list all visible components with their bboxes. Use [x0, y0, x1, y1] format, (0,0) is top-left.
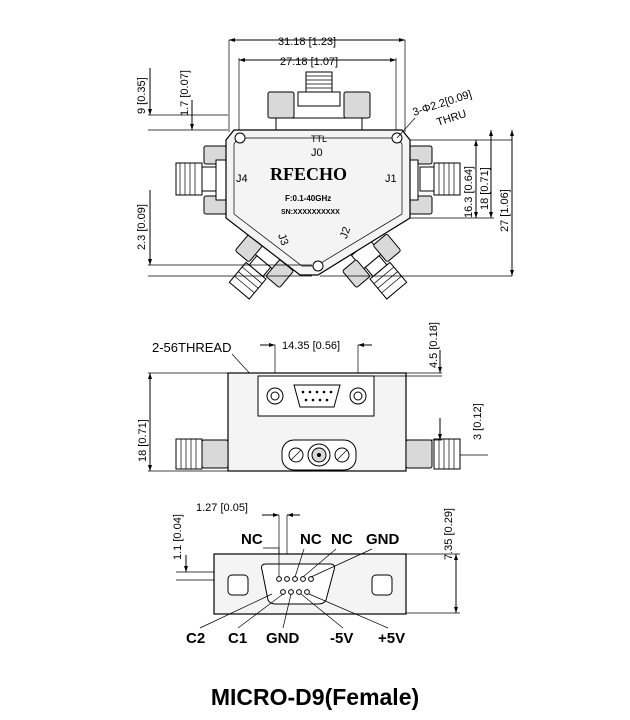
- dim-top-1-7: 1.7 [0.07]: [179, 70, 191, 116]
- dim-right-16-3: 16.3 [0.64]: [463, 166, 475, 218]
- side-view: 2-56THREAD 14.35 [0.56]: [137, 322, 488, 472]
- connector-j3: [228, 234, 294, 300]
- port-j1-label: J1: [385, 173, 397, 185]
- dim-left-2-3: 2.3 [0.09]: [136, 204, 148, 250]
- dim-thread-spacing: 14.35 [0.56]: [282, 340, 340, 352]
- dim-inner-width: 27.18 [1.07]: [280, 56, 338, 68]
- pin-nc-2-label: NC: [300, 531, 322, 548]
- pin-nc-3-label: NC: [331, 531, 353, 548]
- dim-top-9: 9 [0.35]: [136, 77, 148, 114]
- dim-overall-width: 31.18 [1.23]: [278, 36, 336, 48]
- port-j4-label: J4: [236, 173, 248, 185]
- port-j2-label: J2: [338, 225, 353, 240]
- pin-plus5v-label: +5V: [378, 630, 405, 647]
- port-j0-label: J0: [311, 147, 323, 159]
- dim-7-35: 7.35 [0.29]: [443, 508, 455, 560]
- pin-gnd-top-label: GND: [366, 531, 400, 548]
- brand-logo: RFECHO: [270, 164, 347, 184]
- dim-right-27: 27 [1.06]: [499, 189, 511, 232]
- label-ttl: TTL: [311, 134, 327, 144]
- dim-4-5: 4.5 [0.18]: [428, 322, 440, 368]
- switch-housing: [225, 129, 411, 276]
- port-j3-label: J3: [275, 232, 290, 247]
- dim-right-18: 18 [0.71]: [479, 167, 491, 210]
- mounting-hole-bottom: [312, 260, 324, 272]
- thread-label: 2-56THREAD: [152, 340, 231, 355]
- pin-minus5v-label: -5V: [330, 630, 353, 647]
- connector-j2: [342, 234, 408, 300]
- dim-1-1: 1.1 [0.04]: [172, 514, 184, 560]
- micro-d-socket: [293, 384, 341, 408]
- mounting-hole-left: [234, 132, 246, 144]
- connector-j0: [267, 71, 371, 133]
- connector-j4: [175, 145, 233, 215]
- pin-c1-label: C1: [228, 630, 247, 647]
- dim-18: 18 [0.71]: [137, 419, 149, 462]
- dim-1-27: 1.27 [0.05]: [196, 502, 248, 514]
- connector-j1: [401, 145, 461, 215]
- pin-nc-1-label: NC: [241, 531, 263, 548]
- drawing-caption: MICRO-D9(Female): [211, 684, 419, 710]
- dim-hole-thru: THRU: [435, 108, 468, 129]
- pinout-view: 1.27 [0.05] 1.1 [0.04] 7.35 [0.29] NC: [172, 502, 460, 647]
- dim-3: 3 [0.12]: [472, 403, 484, 440]
- micro-d-pin-socket: [261, 563, 335, 605]
- top-view: 31.18 [1.23] 27.18 [1.07]: [136, 36, 514, 300]
- frequency-label: F:0.1-40GHz: [285, 194, 331, 203]
- serial-label: SN:XXXXXXXXXX: [281, 209, 340, 216]
- pin-c2-label: C2: [186, 630, 205, 647]
- pin-gnd-bottom-label: GND: [266, 630, 300, 647]
